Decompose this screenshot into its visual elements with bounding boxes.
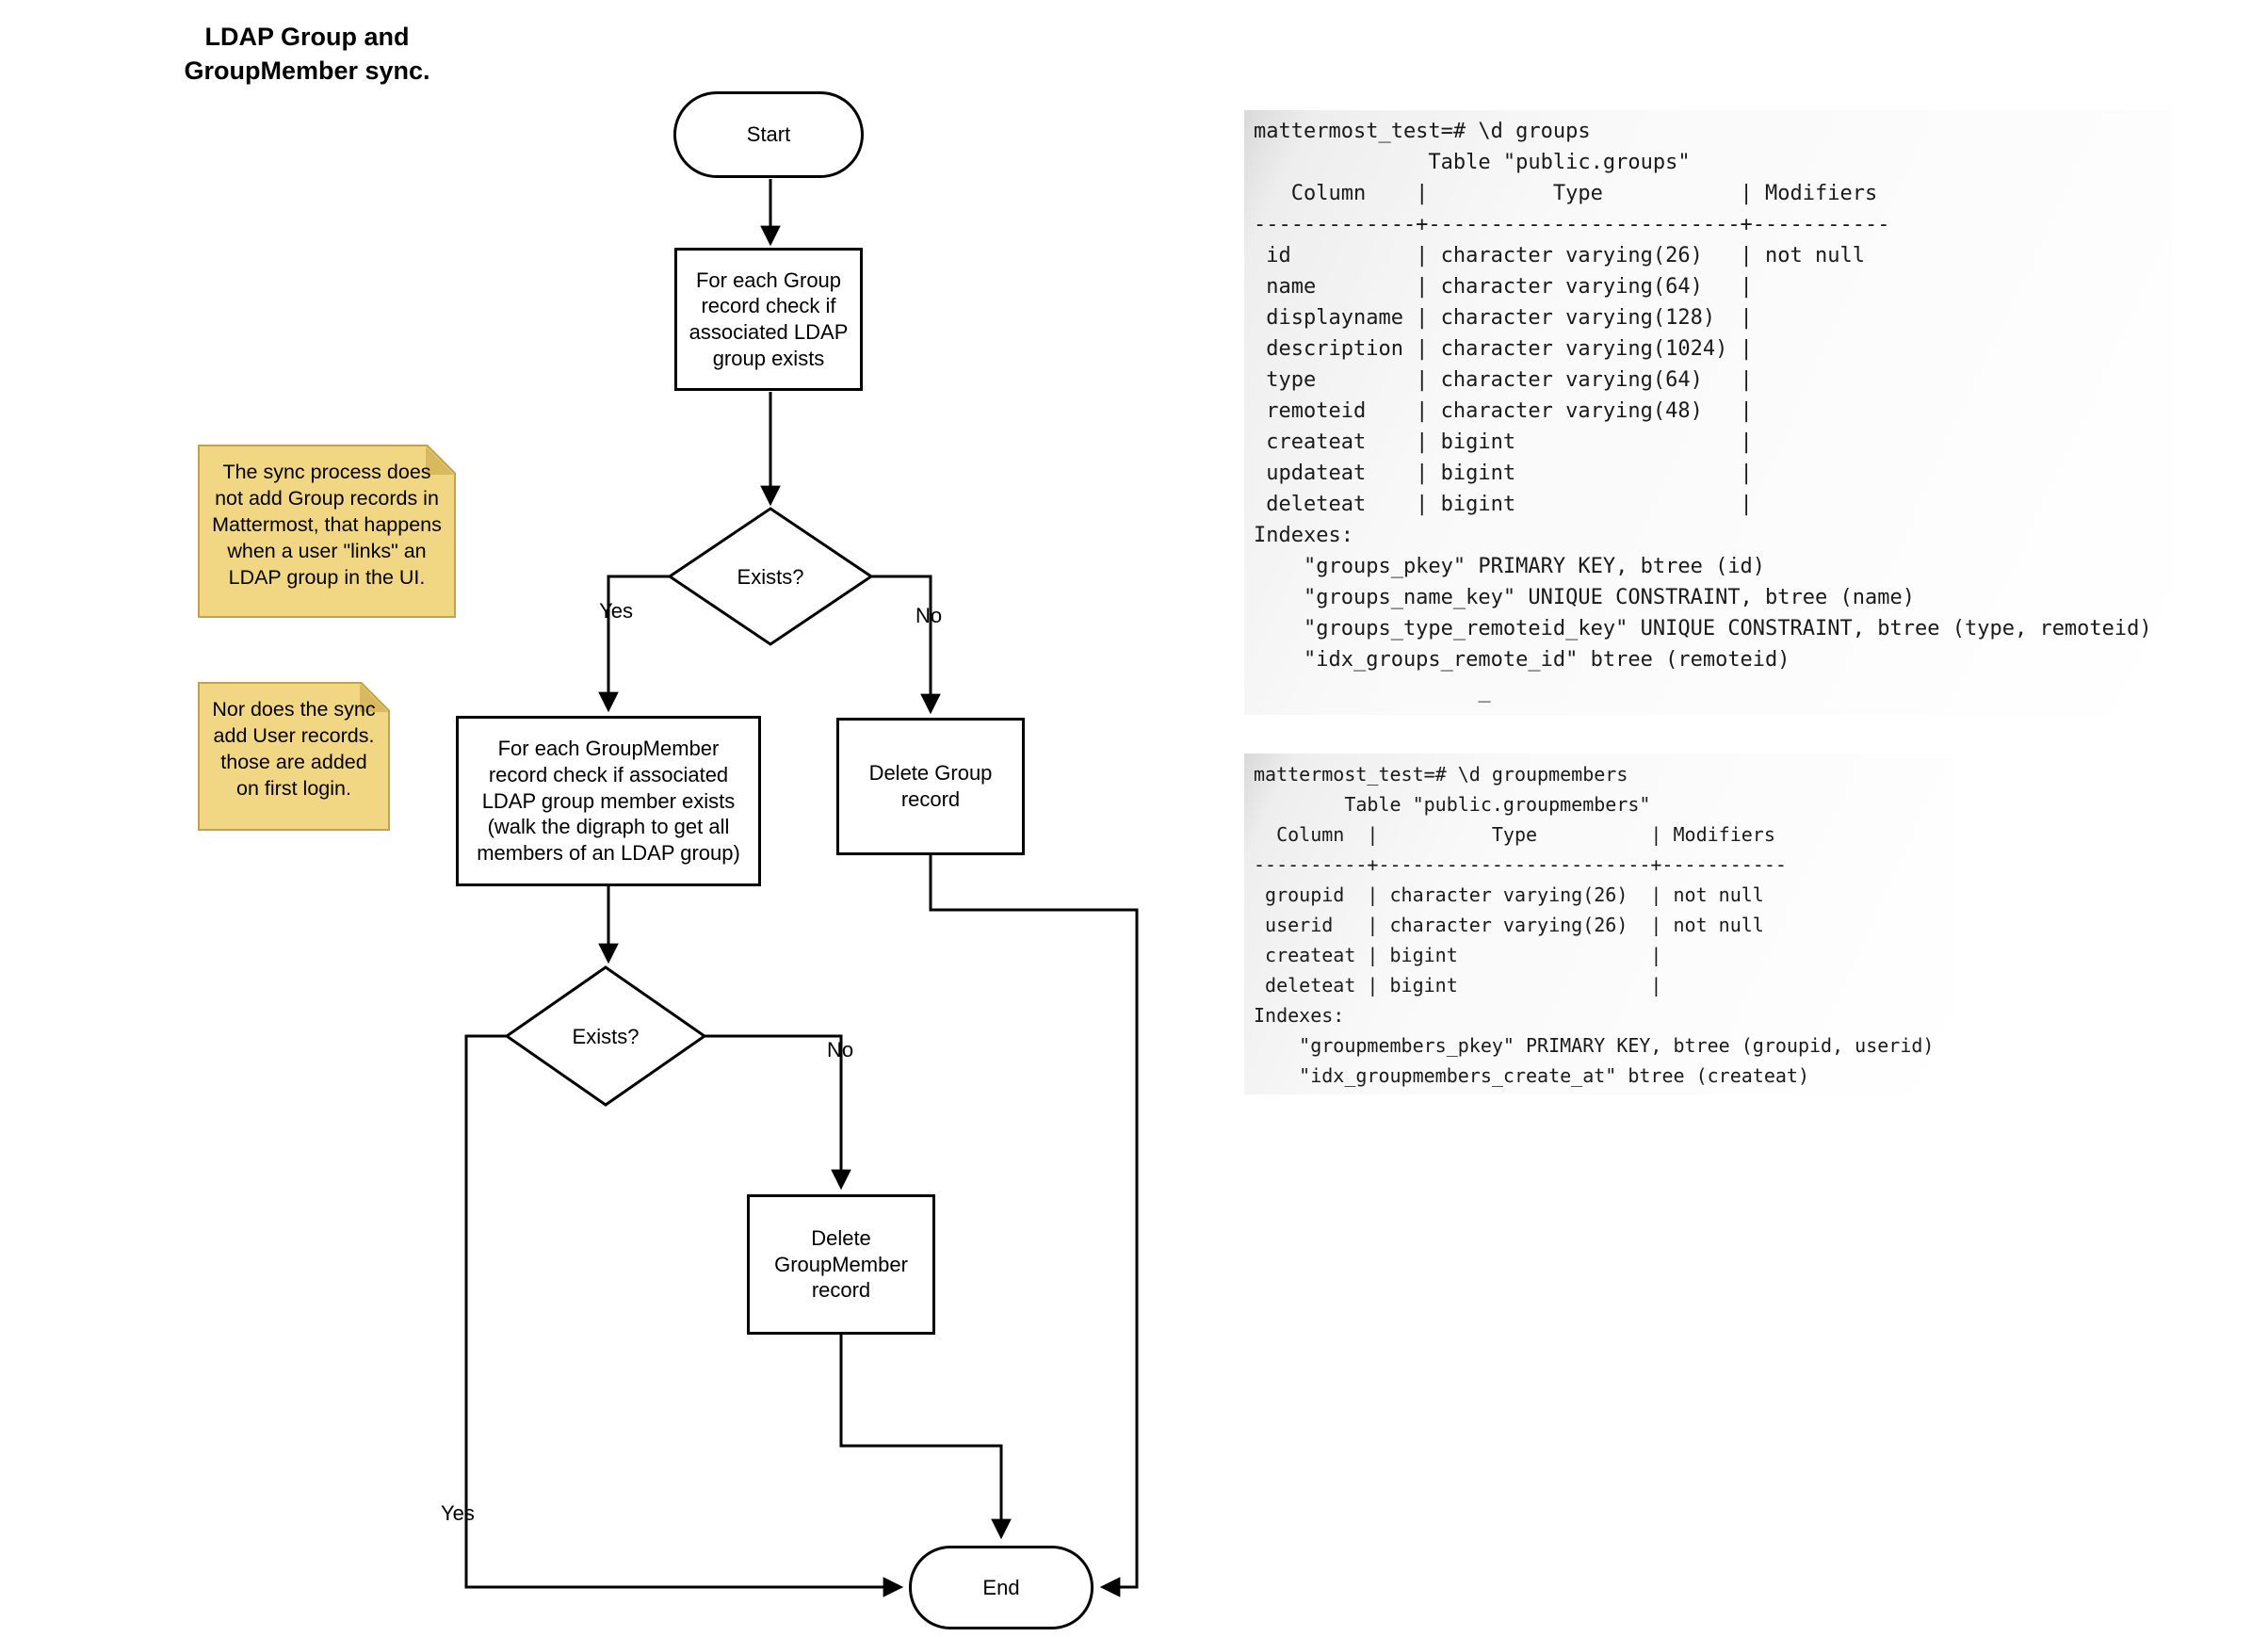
diagram-title: LDAP Group and GroupMember sync.	[184, 23, 430, 85]
delete-groupmember-process: Delete GroupMember record	[747, 1194, 935, 1335]
sticky-note-user-records: Nor does the sync add User records. thos…	[198, 682, 390, 831]
edge-delete-group-to-end	[929, 855, 1139, 1597]
edge-label-exists1-yes: Yes	[599, 599, 633, 623]
delete-group-process: Delete Group record	[836, 718, 1025, 855]
sticky-note-user-records-text: Nor does the sync add User records. thos…	[212, 698, 376, 800]
end-node: End	[909, 1546, 1094, 1629]
sticky-note-group-records: The sync process does not add Group reco…	[198, 445, 456, 618]
psql-groupmembers-table-text: mattermost_test=# \d groupmembers Table …	[1254, 763, 1935, 1087]
check-groupmember-process: For each GroupMember record check if ass…	[456, 716, 761, 886]
edge-label-exists1-no: No	[915, 604, 943, 627]
psql-groups-table-text: mattermost_test=# \d groups Table "publi…	[1254, 120, 2152, 703]
sticky-note-paper-fill	[200, 684, 388, 829]
edge-exists1-no-to-delete-group	[871, 575, 941, 715]
decision-exists1-label: Exists?	[737, 565, 804, 589]
start-node: Start	[673, 91, 864, 178]
edge-exists2-no-to-delete-groupmember	[705, 1034, 851, 1191]
edge-delete-groupmember-to-end	[839, 1335, 1012, 1540]
delete-group-process-label: Delete Group record	[868, 761, 993, 811]
delete-groupmember-process-label: Delete GroupMember record	[774, 1225, 908, 1303]
check-group-process-label: For each Group record check if associate…	[688, 267, 849, 370]
edge-label-exists2-no: No	[827, 1038, 854, 1062]
start-node-label: Start	[746, 122, 791, 147]
edge-exists1-yes-to-check-groupmember	[598, 575, 670, 713]
end-node-label: End	[982, 1575, 1020, 1599]
check-group-process: For each Group record check if associate…	[674, 248, 863, 391]
sticky-note-group-records-text: The sync process does not add Group reco…	[212, 461, 442, 589]
psql-groupmembers-table-output: mattermost_test=# \d groupmembers Table …	[1244, 754, 1955, 1094]
edge-label-exists2-yes: Yes	[441, 1501, 475, 1525]
decision-exists2-label: Exists?	[572, 1025, 640, 1048]
check-groupmember-process-label: For each GroupMember record check if ass…	[477, 737, 740, 866]
psql-groups-table-output: mattermost_test=# \d groups Table "publi…	[1244, 110, 2172, 715]
sticky-note-paper-fill	[200, 446, 454, 616]
